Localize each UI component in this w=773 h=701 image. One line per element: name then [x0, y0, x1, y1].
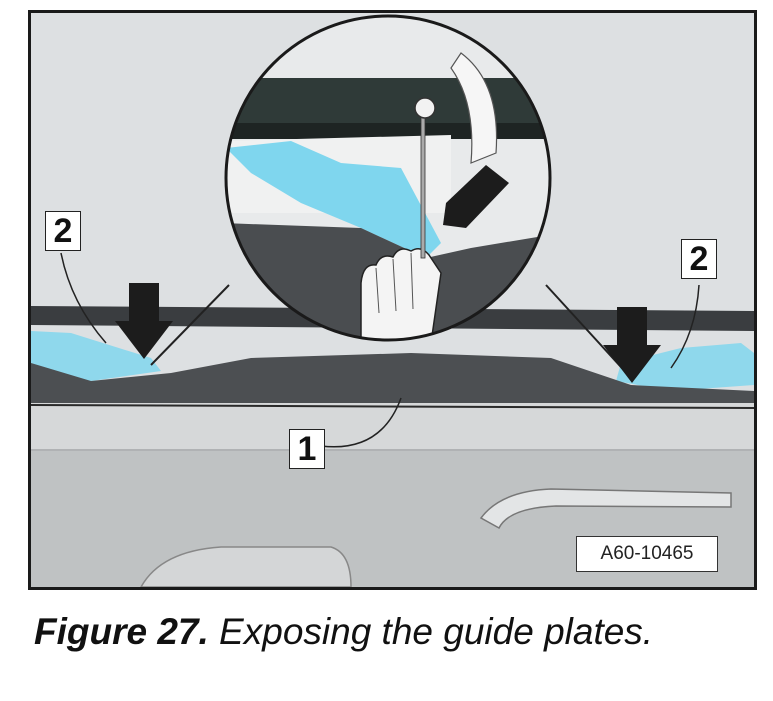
figure-caption: Figure 27. Exposing the guide plates. [34, 611, 653, 653]
magnified-guide-plate [226, 141, 441, 258]
sun-visor-shape [140, 546, 352, 587]
callout-part-1: 1 [289, 429, 325, 469]
illustration-drawing [31, 13, 754, 587]
right-guide-plate [616, 343, 754, 391]
tool-head [414, 97, 436, 119]
magnifier-ring [224, 14, 552, 342]
arrow-left [115, 283, 173, 359]
figure-caption-text: Exposing the guide plates. [208, 611, 654, 652]
reference-code-label: A60-10465 [576, 536, 718, 572]
headliner-trim [31, 403, 754, 451]
arrow-right [603, 307, 661, 383]
figure-number: Figure 27. [34, 611, 209, 652]
figure-illustration: 2 2 1 A60-10465 [28, 10, 757, 590]
left-guide-plate [31, 331, 161, 381]
tool-shaft [420, 107, 426, 259]
headliner-dark-band [31, 353, 754, 408]
callout-part-2-right: 2 [681, 239, 717, 279]
callout-part-2-left: 2 [45, 211, 81, 251]
arrow-magnified [443, 165, 509, 228]
grab-handle [479, 488, 732, 530]
